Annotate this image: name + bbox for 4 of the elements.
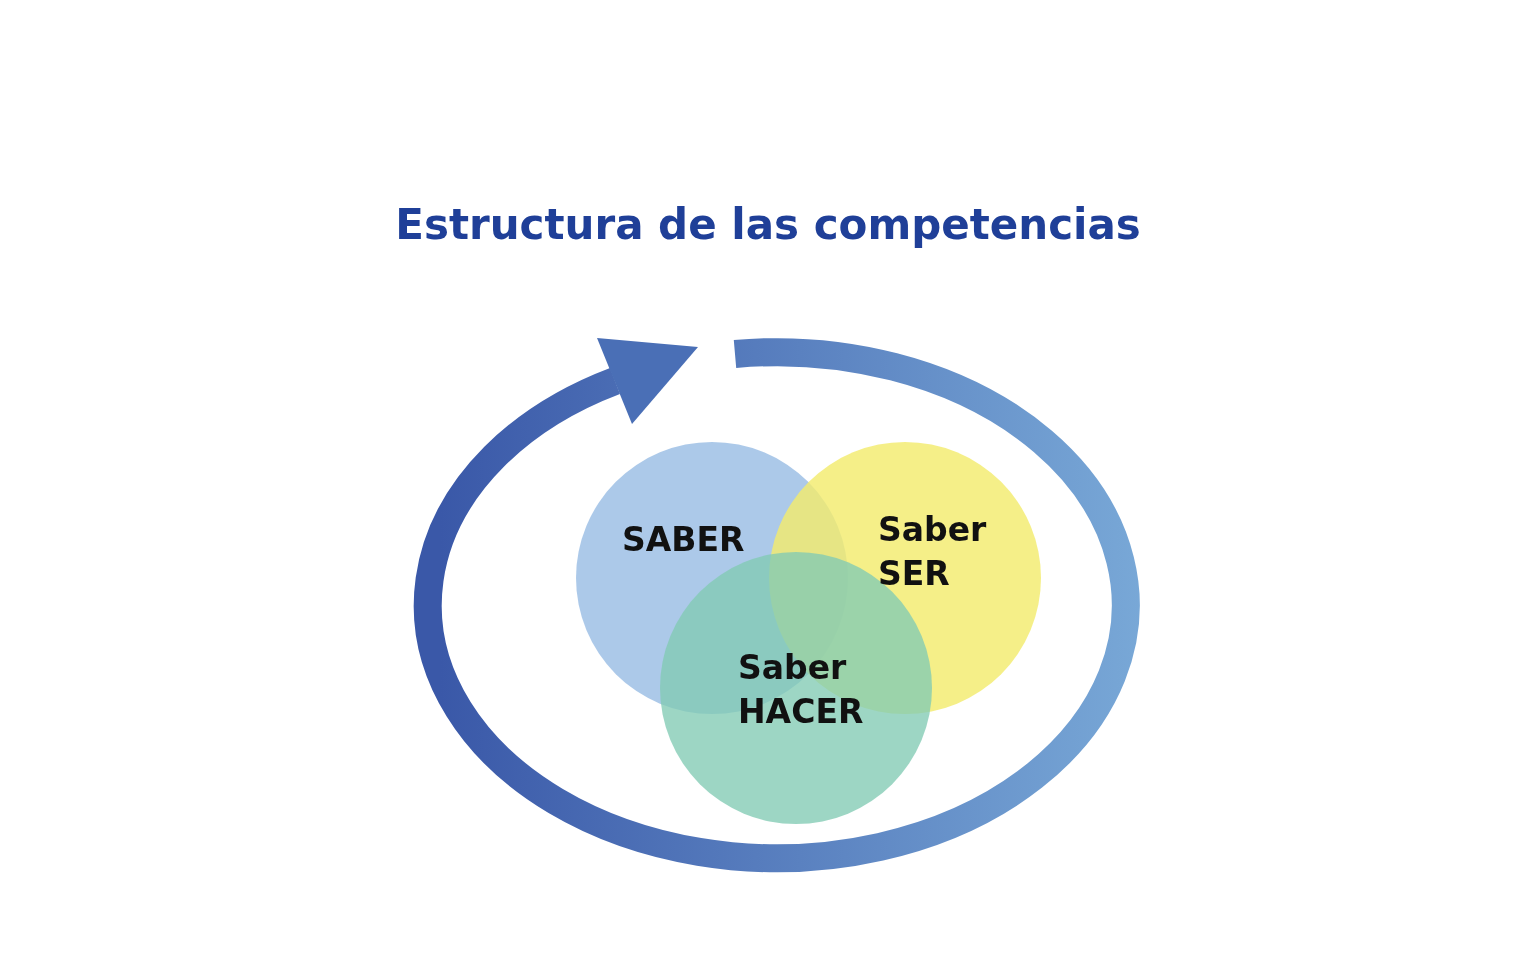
diagram-title: Estructura de las competencias [394, 200, 1142, 249]
circle-label: Saber SER [878, 509, 988, 595]
circle-label: SABER [622, 519, 746, 561]
circle-label: Saber HACER [738, 647, 865, 733]
